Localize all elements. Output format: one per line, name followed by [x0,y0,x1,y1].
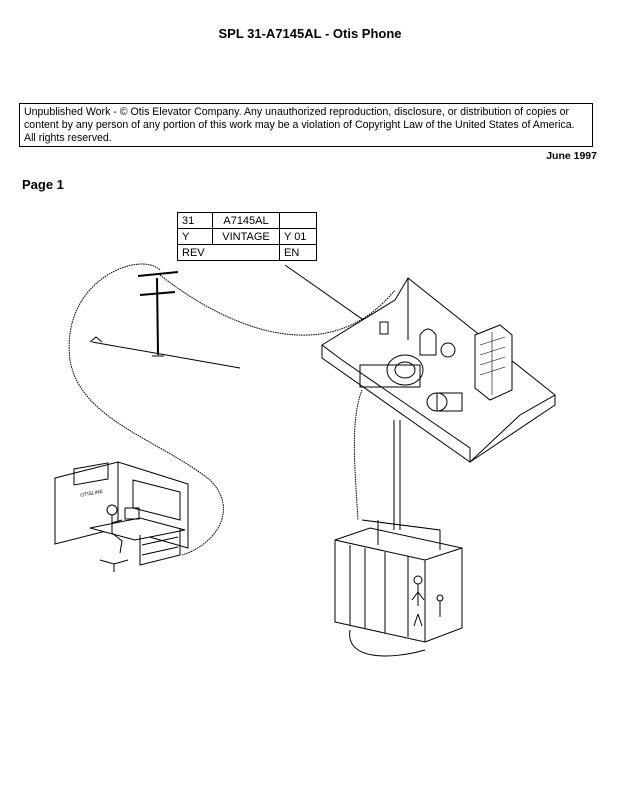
hoist-machine [359,328,463,412]
ident-cell: VINTAGE [212,228,280,245]
controller-cabinet [474,324,513,401]
copyright-notice: Unpublished Work - © Otis Elevator Compa… [19,103,593,147]
traveling-cable [353,389,363,521]
machine-room [321,277,556,464]
elevator-car [334,519,463,657]
office-cubicle [54,461,189,572]
ident-cell: REV [177,244,280,261]
document-date: June 1997 [546,150,597,162]
document-title: SPL 31-A7145AL - Otis Phone [218,26,402,41]
identification-table: 31 A7145AL Y VINTAGE Y 01 REV EN [177,212,317,261]
page-label: Page 1 [22,177,64,192]
sign-label: OTISLINE [80,489,104,499]
phone-line [159,274,396,336]
telephone-pole [89,271,241,369]
phone-box-icon [379,321,389,335]
ident-cell: EN [279,244,317,261]
